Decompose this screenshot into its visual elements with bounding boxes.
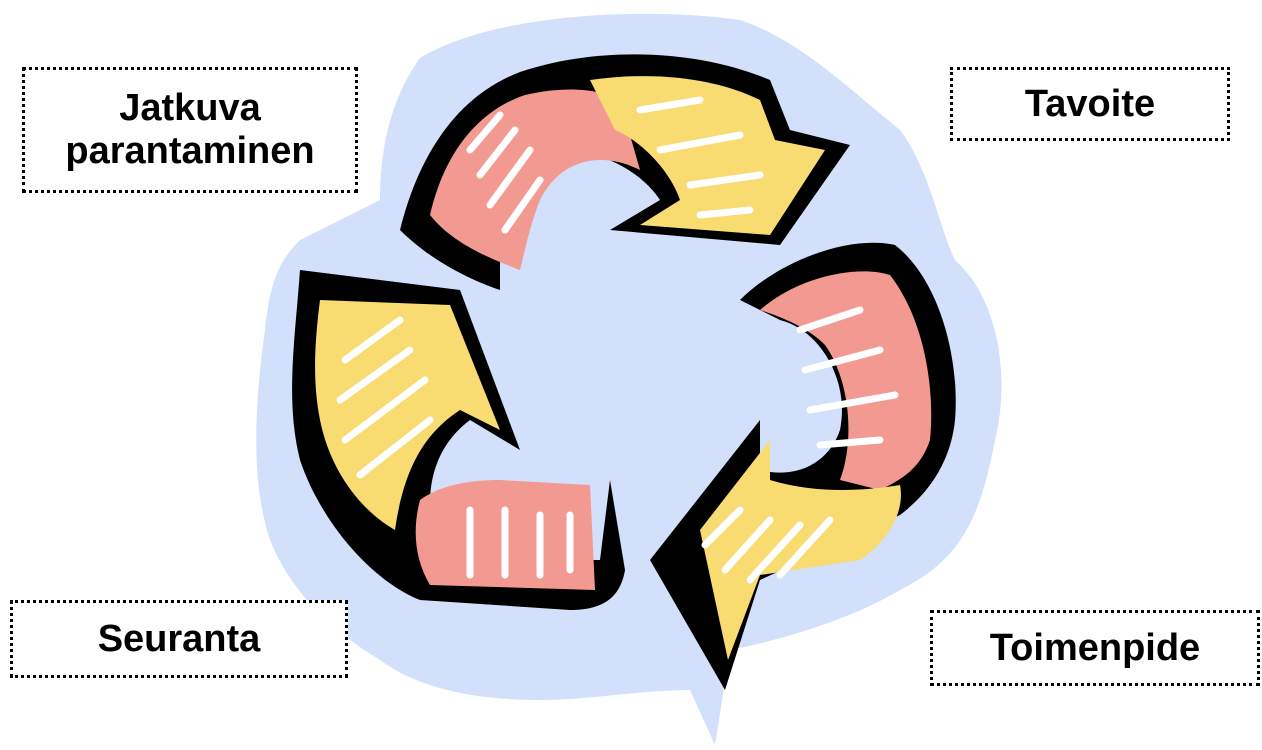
label-action: Toimenpide [930,610,1260,686]
label-monitoring: Seuranta [10,600,348,678]
label-monitoring-text: Seuranta [98,618,261,661]
label-continuous-improvement-text: Jatkuva parantaminen [65,87,314,172]
label-goal: Tavoite [950,67,1230,141]
label-action-text: Toimenpide [990,627,1200,670]
label-continuous-improvement: Jatkuva parantaminen [22,67,358,193]
label-goal-text: Tavoite [1025,83,1155,126]
